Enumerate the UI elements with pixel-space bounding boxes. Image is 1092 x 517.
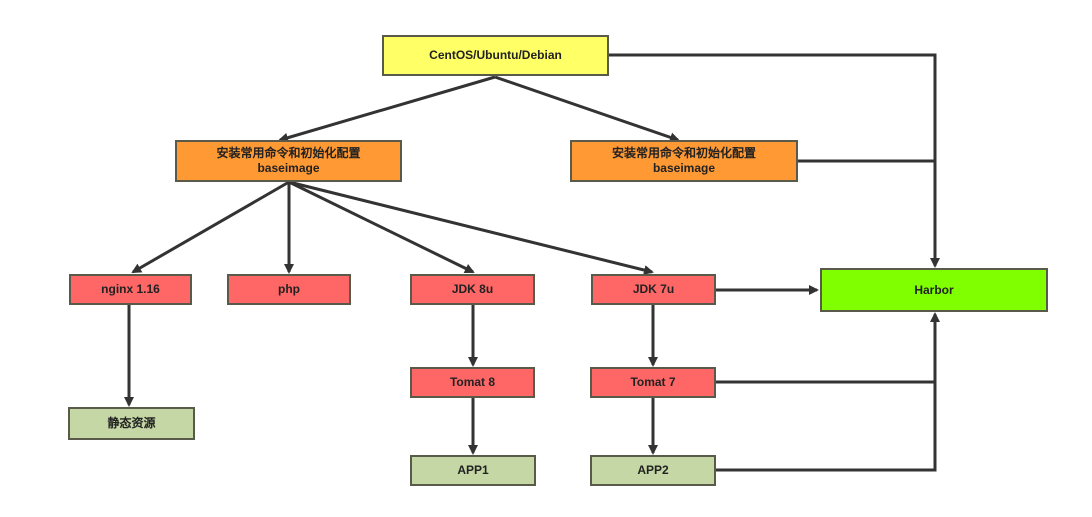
node-jdk8-label: JDK 8u <box>451 282 494 296</box>
node-php: php <box>227 274 351 305</box>
node-app2-label: APP2 <box>637 463 669 477</box>
node-baseimage-right-title: 安装常用命令和初始化配置 <box>611 146 756 160</box>
edge-base-to-nginx <box>131 180 290 274</box>
node-nginx-label: nginx 1.16 <box>101 282 160 296</box>
node-static-resources-label: 静态资源 <box>107 416 156 430</box>
edge-base-to-jdk7 <box>288 180 654 275</box>
edge-base-to-jdk8 <box>288 180 475 274</box>
node-tomcat7-label: Tomat 7 <box>630 375 676 389</box>
node-tomcat8: Tomat 8 <box>410 367 535 398</box>
node-jdk7-label: JDK 7u <box>632 282 675 296</box>
node-jdk8: JDK 8u <box>410 274 535 305</box>
node-baseimage-left-title: 安装常用命令和初始化配置 <box>216 146 361 160</box>
node-baseimage-left: 安装常用命令和初始化配置 baseimage <box>175 140 402 182</box>
node-tomcat8-label: Tomat 8 <box>449 375 496 389</box>
node-static-resources: 静态资源 <box>68 407 195 440</box>
node-nginx: nginx 1.16 <box>69 274 192 305</box>
node-baseimage-left-subtitle: baseimage <box>257 161 320 175</box>
edge-os-to-harbor <box>609 53 940 268</box>
node-app1-label: APP1 <box>457 463 489 477</box>
node-harbor-label: Harbor <box>914 282 954 297</box>
node-jdk7: JDK 7u <box>591 274 716 305</box>
edge-app2-to-harbor <box>716 312 940 472</box>
edge-os-to-base-left <box>278 75 496 143</box>
node-php-label: php <box>278 282 300 296</box>
node-baseimage-right-subtitle: baseimage <box>652 161 716 175</box>
node-os: CentOS/Ubuntu/Debian <box>382 35 609 76</box>
node-app2: APP2 <box>590 455 716 486</box>
edge-os-to-base-right <box>494 75 680 143</box>
node-baseimage-right: 安装常用命令和初始化配置 baseimage <box>570 140 798 182</box>
node-tomcat7: Tomat 7 <box>590 367 716 398</box>
node-app1: APP1 <box>410 455 536 486</box>
node-harbor: Harbor <box>820 268 1048 312</box>
node-os-label: CentOS/Ubuntu/Debian <box>429 48 562 62</box>
